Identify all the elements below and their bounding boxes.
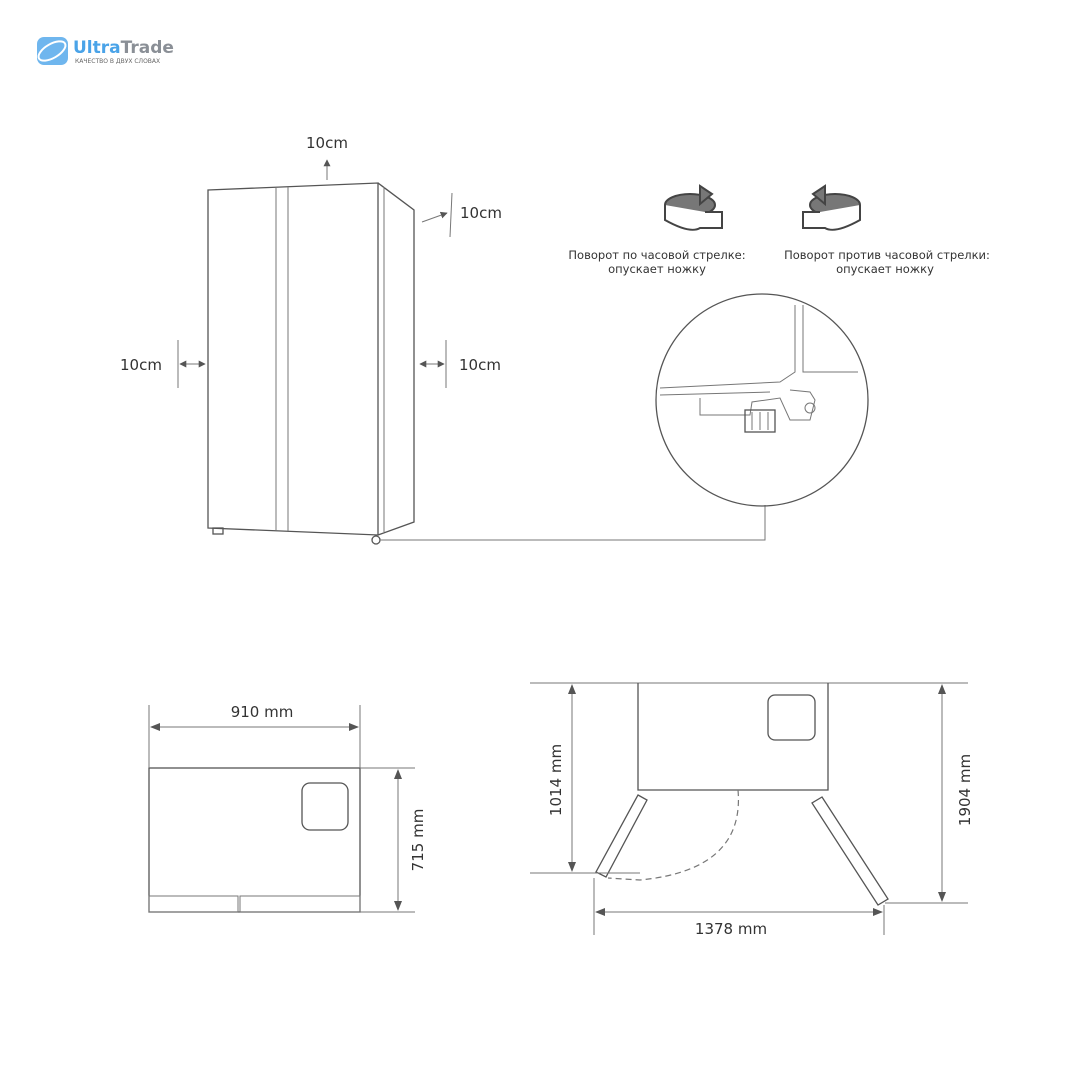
width-label: 910 mm [231,703,294,721]
clearance-back-label: 10cm [460,204,502,222]
counterclockwise-caption-line1: Поворот против часовой стрелки: [784,248,990,262]
counterclockwise-rotation-icon [802,184,861,231]
clearance-back: 10cm [421,192,502,238]
logo-brand-ultra: Ultra [73,38,121,58]
clearance-left-label: 10cm [120,356,162,374]
clockwise-caption-line1: Поворот по часовой стрелке: [568,248,745,262]
svg-text:UltraTrade: UltraTrade [73,38,174,58]
logo-brand-trade: Trade [121,38,174,58]
counterclockwise-caption-line2: опускает ножку [836,262,934,276]
open-width-label: 1378 mm [695,920,767,938]
top-view-closed: 910 mm 715 mm [148,703,427,913]
clearance-right-label: 10cm [459,356,501,374]
logo: UltraTrade КАЧЕСТВО В ДВУХ СЛОВАХ [37,37,174,65]
fridge-perspective-drawing [207,182,766,545]
logo-icon [37,37,68,65]
clockwise-caption-line2: опускает ножку [608,262,706,276]
leveling-foot-detail [655,293,869,507]
clearance-right: 10cm [419,340,501,388]
top-view-open-doors: 1014 mm 1904 mm 1378 mm [530,682,974,938]
clearance-left: 10cm [120,340,206,388]
clearance-top-label: 10cm [306,134,348,152]
depth-label: 715 mm [409,809,427,872]
clearance-top: 10cm [306,134,348,180]
total-depth-label: 1904 mm [956,754,974,826]
clockwise-rotation-icon [664,184,723,231]
open-door-depth-label: 1014 mm [547,744,565,816]
logo-tagline: КАЧЕСТВО В ДВУХ СЛОВАХ [75,58,160,65]
